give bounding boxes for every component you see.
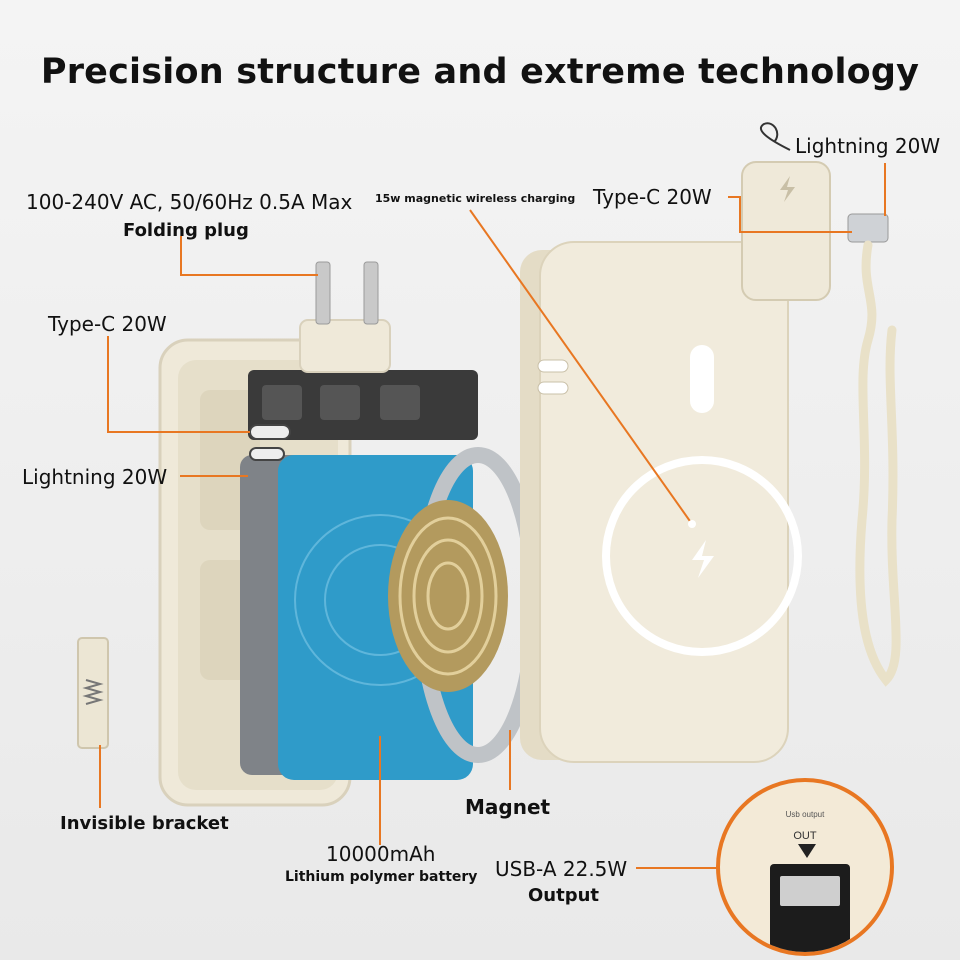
usb-a-port-tongue bbox=[780, 876, 840, 906]
zoom-out-text: OUT bbox=[793, 830, 817, 842]
typec-left-label: Type-C 20W bbox=[48, 312, 167, 336]
usb-port-zoom: Usb output OUT bbox=[716, 778, 894, 956]
usba-label: USB-A 22.5W bbox=[495, 857, 628, 881]
typec-top-label: Type-C 20W bbox=[593, 185, 712, 209]
power-bank-body bbox=[520, 241, 802, 763]
folding-plug-part bbox=[248, 261, 478, 461]
usb-a-port-icon bbox=[770, 864, 850, 952]
output-label: Output bbox=[528, 885, 600, 906]
folding-plug-label: Folding plug bbox=[123, 220, 249, 241]
invisible-bracket-part bbox=[77, 637, 109, 749]
lightning-top-label: Lightning 20W bbox=[795, 134, 941, 158]
callout-lines bbox=[99, 163, 886, 869]
zoom-usb-output-text: Usb output bbox=[785, 810, 825, 819]
ac-input-label: 100-240V AC, 50/60Hz 0.5A Max bbox=[26, 190, 353, 214]
battery-type-label: Lithium polymer battery bbox=[285, 869, 478, 885]
magnet-label: Magnet bbox=[465, 795, 551, 819]
wireless-charging-label: 15w magnetic wireless charging bbox=[375, 192, 576, 205]
page-title: Precision structure and extreme technolo… bbox=[40, 52, 920, 92]
down-arrow-icon bbox=[798, 844, 816, 858]
capacity-label: 10000mAh bbox=[326, 842, 436, 866]
lightning-left-label: Lightning 20W bbox=[22, 465, 168, 489]
wireless-callout-dot bbox=[688, 520, 696, 528]
invisible-bracket-label: Invisible bracket bbox=[60, 813, 229, 834]
